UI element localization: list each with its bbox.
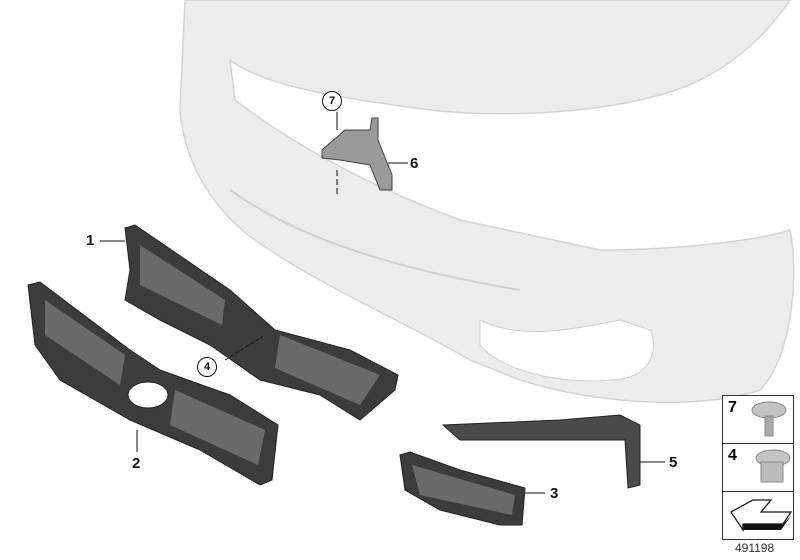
callout-part-4: 4: [197, 357, 217, 377]
callout-part-3: 3: [550, 485, 559, 502]
callout-part-5: 5: [669, 454, 678, 471]
legend-row-7: 7: [723, 396, 793, 444]
parts-legend: 7 4: [722, 395, 794, 540]
front-bumper: [179, 0, 795, 404]
callout-part-2: 2: [132, 455, 141, 472]
legend-number: 7: [728, 399, 737, 416]
grille-part-1: [100, 224, 399, 421]
callout-part-6: 6: [410, 155, 419, 172]
screw-icon: [751, 401, 787, 437]
callout-part-1: 1: [86, 232, 95, 249]
callout-part-7: 7: [322, 91, 342, 111]
clip-nut-icon: [755, 449, 791, 483]
legend-row-arrow: [723, 492, 793, 539]
diagram-id: 491198: [735, 541, 775, 555]
arrow-direction-icon: [730, 499, 793, 532]
trim-strip-part-5: [441, 414, 665, 489]
legend-number: 4: [728, 447, 737, 464]
bracket-part-6: [321, 112, 408, 195]
grille-insert-part-3: [399, 451, 545, 526]
legend-row-4: 4: [723, 444, 793, 492]
grille-part-2: [27, 281, 279, 486]
